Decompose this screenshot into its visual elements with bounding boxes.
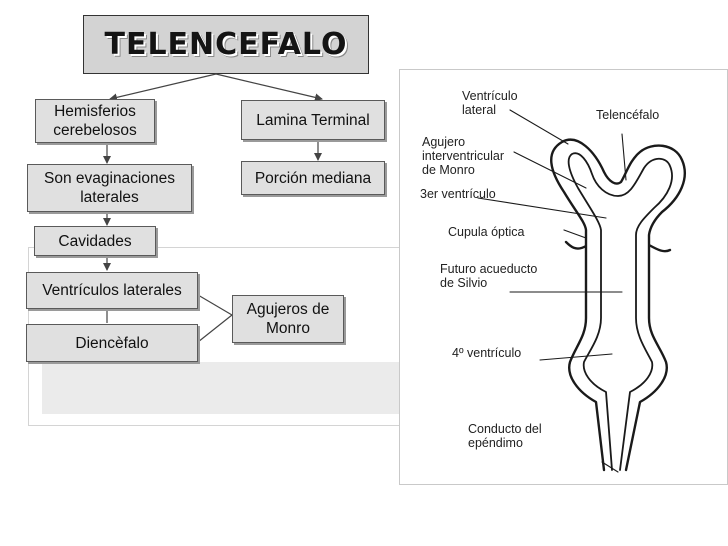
label-cuarto-ventriculo: 4º ventrículo: [452, 346, 522, 360]
arrow-title-lamina: [215, 73, 323, 102]
box-lamina-terminal: Lamina Terminal: [241, 100, 385, 140]
box-cavidades: Cavidades: [34, 226, 156, 256]
label-telencefalo: Telencéfalo: [596, 108, 660, 122]
anatomy-figure: Ventrículo lateral Telencéfalo Agujero i…: [399, 69, 728, 485]
page-title: TELENCEFALO: [83, 15, 369, 74]
label-cupula-optica: Cupula óptica: [448, 225, 525, 239]
background-line: [28, 425, 402, 426]
box-evaginaciones: Son evaginaciones laterales: [27, 164, 192, 212]
line-diencefalo-agujeros: [197, 314, 233, 343]
box-hemisferios: Hemisferios cerebelosos: [35, 99, 155, 143]
line-ventriculos-agujeros: [197, 294, 233, 316]
concept-connectors: [103, 73, 323, 343]
arrow-title-hemisferios: [109, 73, 217, 102]
box-porcion-mediana: Porción mediana: [241, 161, 385, 195]
label-agujero-monro: Agujero interventricular de Monro: [422, 135, 504, 177]
label-acueducto: Futuro acueducto de Silvio: [440, 262, 538, 290]
label-tercer-ventriculo: 3er ventrículo: [420, 187, 496, 201]
label-conducto-ependimo: Conducto del epéndimo: [468, 422, 542, 450]
label-ventriculo-lateral: Ventrículo lateral: [462, 89, 518, 117]
box-ventriculos-laterales: Ventrículos laterales: [26, 272, 198, 309]
box-agujeros-monro: Agujeros de Monro: [232, 295, 344, 343]
background-line: [28, 247, 402, 248]
brain-tube-drawing: [477, 109, 686, 473]
background-panel: [42, 362, 402, 414]
box-diencefalo: Diencèfalo: [26, 324, 198, 362]
